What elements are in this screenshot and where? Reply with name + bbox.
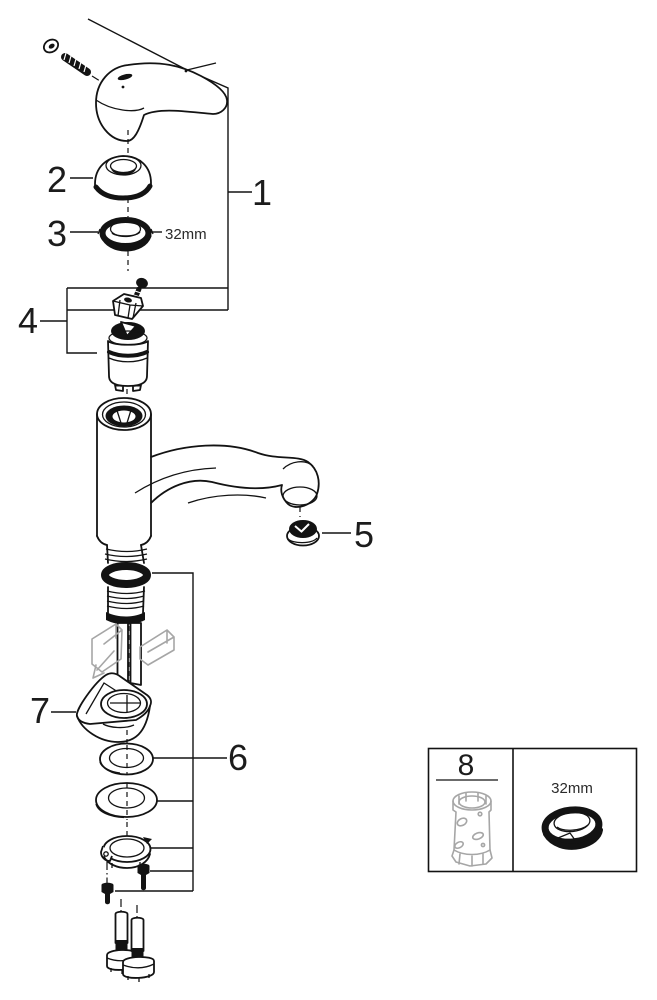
washer-thin-drawing (99, 742, 154, 776)
threaded-shank-drawing (101, 544, 151, 686)
ring-nut-size-label: 32mm (165, 226, 207, 243)
cartridge-drawing (107, 321, 149, 399)
faucet-body-drawing (96, 397, 320, 546)
callout-7: 7 (30, 690, 50, 731)
spare-parts-box: 8 32mm (427, 747, 638, 873)
handle-adapter-drawing (112, 293, 144, 320)
sink-deck-cutaway-sketch (91, 623, 175, 679)
handle-screw-and-plug-drawing (42, 38, 117, 92)
mounting-clamp-drawing (100, 822, 152, 869)
part4-bracket-lines (40, 287, 228, 354)
washer-thick-drawing (95, 782, 158, 820)
mounting-wedge-drawing (76, 672, 152, 744)
service-tool-sketch (451, 791, 493, 867)
callout-6: 6 (228, 737, 248, 778)
callout-2: 2 (47, 159, 67, 200)
part6-leader-lines (115, 572, 227, 892)
ring-nut-drawing (97, 217, 154, 271)
callout-5: 5 (354, 514, 374, 555)
spare-ring-nut-sketch (541, 806, 603, 850)
aerator-drawing (286, 507, 320, 547)
clamp-screws-drawing (101, 862, 150, 905)
callout-3: 3 (47, 213, 67, 254)
lever-handle-drawing (95, 62, 228, 155)
callout-8: 8 (458, 749, 475, 782)
callout-4: 4 (18, 300, 38, 341)
callout-1: 1 (252, 172, 272, 213)
supply-hoses-drawing (106, 899, 155, 982)
spare-ring-size-label: 32mm (551, 780, 593, 797)
dome-cap-drawing (93, 155, 153, 217)
